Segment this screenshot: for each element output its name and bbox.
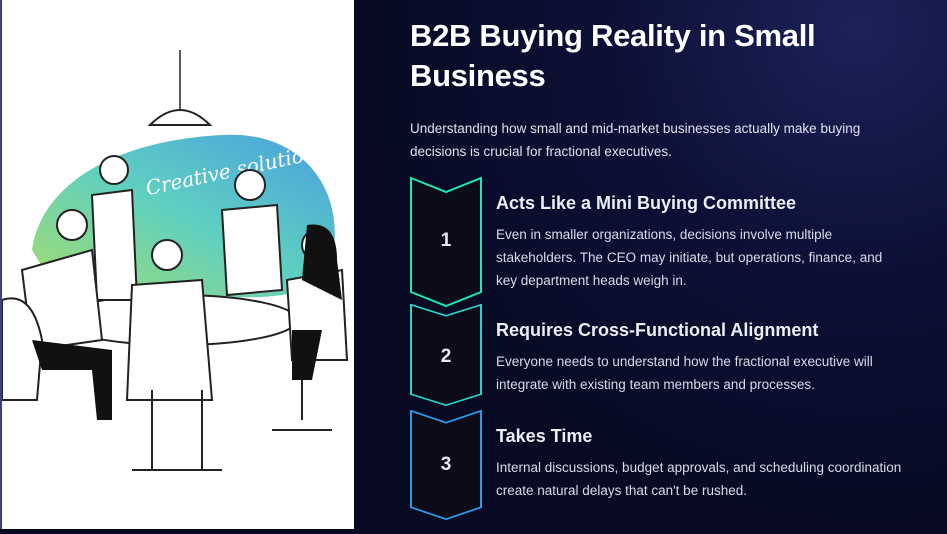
step-title: Requires Cross-Functional Alignment [496, 320, 819, 340]
chevron-step-icon [410, 304, 482, 406]
chevron-step-icon [410, 410, 482, 520]
step-text: Even in smaller organizations, decisions… [496, 227, 883, 288]
chevron-step-icon [410, 177, 482, 307]
content-panel: B2B Buying Reality in Small Business Und… [354, 0, 947, 529]
step-number: 2 [440, 346, 452, 367]
step-text: Everyone needs to understand how the fra… [496, 354, 873, 392]
step-title: Takes Time [496, 426, 593, 446]
page-title: B2B Buying Reality in Small Business [410, 18, 816, 93]
step-title: Acts Like a Mini Buying Committee [496, 193, 797, 213]
step-text: Internal discussions, budget approvals, … [496, 460, 902, 498]
team-meeting-illustration: Creative solutions [0, 0, 354, 529]
step-number: 1 [440, 230, 452, 251]
intro-text: Understanding how small and mid-market b… [410, 121, 861, 159]
step-number: 3 [440, 454, 452, 475]
